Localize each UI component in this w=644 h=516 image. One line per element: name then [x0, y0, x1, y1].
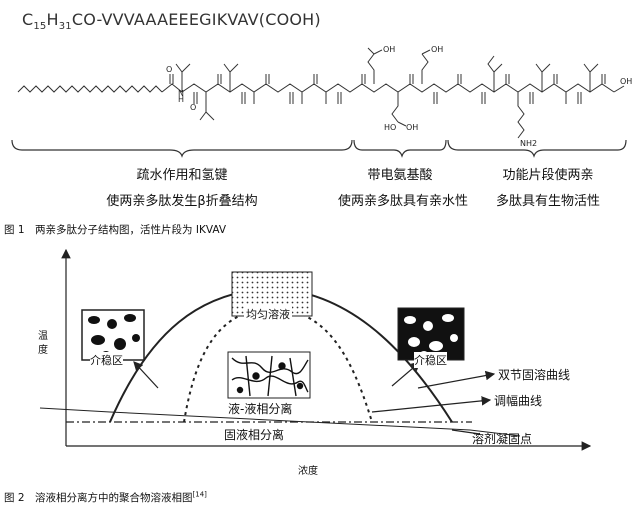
freezing-point-label: 溶剂凝固点 — [472, 432, 533, 446]
metastable-right-label: 介稳区 — [414, 352, 447, 368]
homogeneous-label: 均匀溶液 — [244, 306, 292, 322]
segment-2-line2: 使两亲多肽具有亲水性 — [337, 194, 468, 209]
segment-braces — [11, 139, 627, 158]
x-axis-label: 浓度 — [298, 466, 318, 477]
peptide-structure-diagram: O O H N OH OH OH HO NH2 OH — [11, 45, 632, 158]
liquid-liquid-label: 液-液相分离 — [228, 402, 293, 416]
segment-3-line1: 功能片段使两亲 — [502, 168, 594, 183]
figure-1-caption: 图 1 两亲多肽分子结构图，活性片段为 IKVAV — [4, 224, 227, 236]
annotation-arrows — [133, 361, 496, 435]
segment-1-line1: 疏水作用和氢键 — [136, 168, 228, 183]
axes — [61, 248, 592, 451]
segment-1-line2: 使两亲多肽发生β折叠结构 — [106, 194, 258, 209]
svg-text:OH: OH — [406, 123, 418, 132]
svg-text:HO: HO — [384, 123, 396, 132]
metastable-left-box — [81, 309, 145, 361]
segment-2-line1: 带电氨基酸 — [367, 168, 433, 183]
svg-text:H: H — [178, 95, 184, 104]
svg-text:O: O — [190, 103, 196, 112]
svg-text:N: N — [178, 89, 184, 98]
spinodal-label: 调幅曲线 — [494, 394, 543, 408]
carbonyl-groups — [169, 74, 606, 84]
figure-2-caption: 图 2 溶液相分离方中的聚合物溶液相图[14] — [4, 490, 207, 505]
segment-3-line2: 多肽具有生物活性 — [495, 194, 600, 209]
metastable-right-box — [397, 307, 465, 361]
solid-liquid-label: 固液相分离 — [224, 428, 285, 442]
svg-text:O: O — [166, 65, 172, 74]
alkyl-chain — [17, 85, 163, 93]
side-chains — [175, 47, 625, 139]
binodal-label: 双节固溶曲线 — [498, 368, 571, 382]
peptide-formula: C15H31CO-VVVAAAEEEGIKVAV(COOH) — [22, 10, 321, 33]
svg-text:NH2: NH2 — [520, 139, 537, 148]
atom-labels: O O H N OH OH OH HO NH2 OH — [166, 45, 632, 148]
peptide-backbone — [161, 83, 615, 93]
svg-text:OH: OH — [383, 45, 395, 54]
svg-text:OH: OH — [431, 45, 443, 54]
y-axis-label: 温度 — [38, 331, 48, 356]
phase-diagram — [39, 248, 592, 451]
network-box — [227, 351, 311, 399]
spinodal-curve — [183, 306, 373, 423]
metastable-left-label: 介稳区 — [90, 352, 123, 368]
svg-text:OH: OH — [620, 77, 632, 86]
freezing-curve — [39, 407, 521, 437]
